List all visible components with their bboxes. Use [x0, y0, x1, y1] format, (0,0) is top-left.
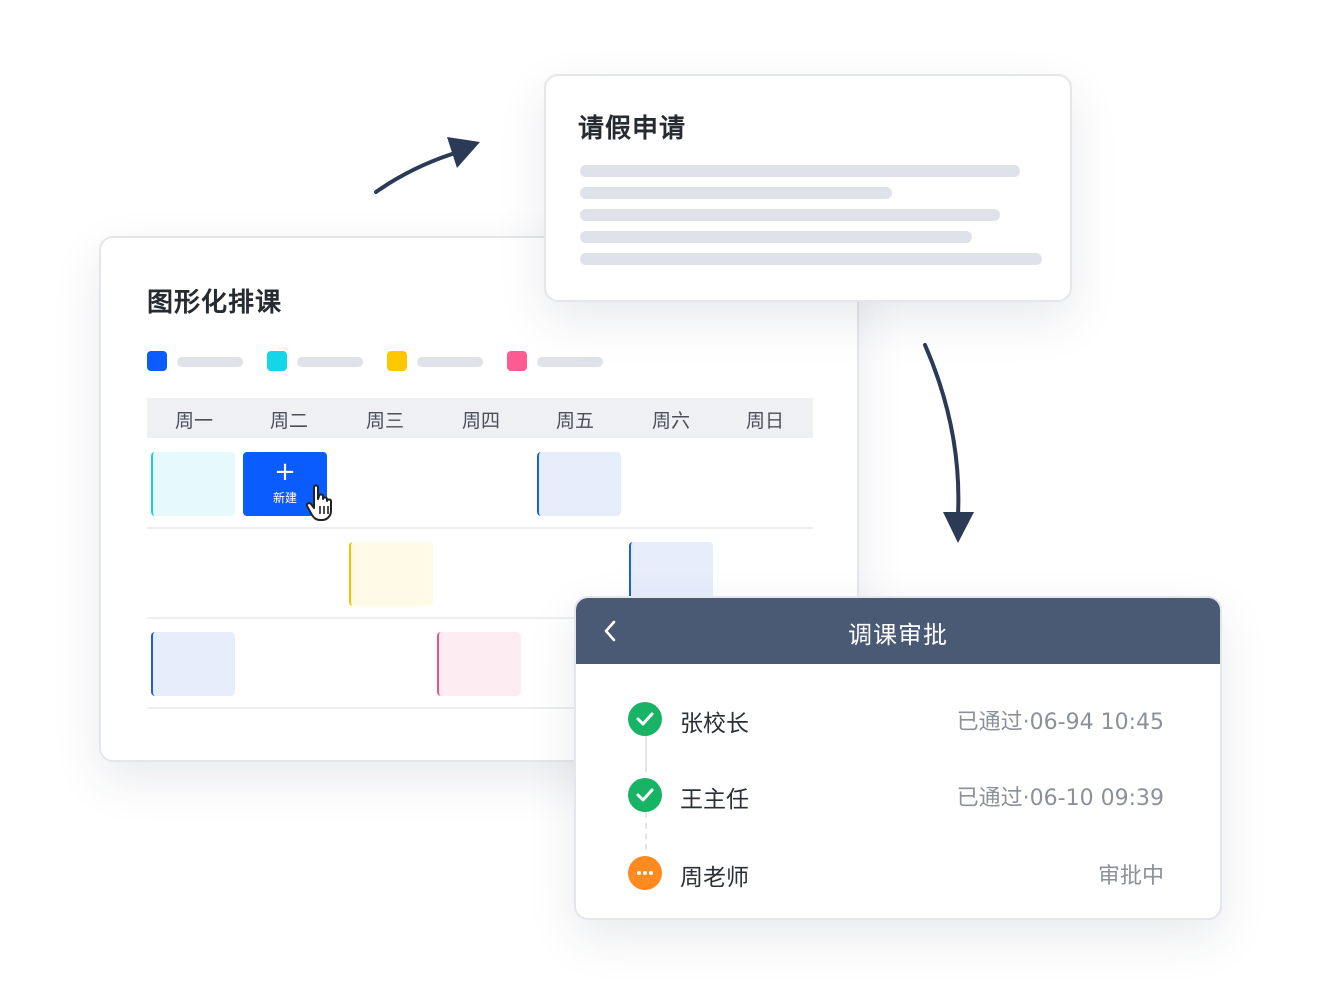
more-icon: [628, 856, 662, 890]
hand-pointer-icon: [305, 484, 332, 521]
legend-swatch: [387, 351, 407, 371]
weekday-label: 周四: [461, 410, 500, 432]
plus-icon: +: [274, 457, 296, 487]
course-slot[interactable]: [537, 452, 621, 516]
arrow-to-leave-icon: [374, 137, 480, 194]
text-placeholder: [580, 187, 892, 199]
legend-swatch: [147, 351, 167, 371]
weekday-label: 周三: [365, 410, 404, 432]
approval-step: 张校长 已通过·06-94 10:45: [576, 698, 1220, 738]
schedule-title: 图形化排课: [147, 288, 283, 318]
row-divider: [147, 707, 813, 709]
course-slot[interactable]: [349, 542, 433, 606]
weekday-label: 周二: [269, 410, 308, 432]
chevron-left-icon[interactable]: [596, 616, 624, 646]
approval-card: 调课审批 张校长 已通过·06-94 10:45 王主任 已通过·06-10 0…: [574, 596, 1222, 920]
legend-placeholder: [177, 357, 243, 367]
legend-placeholder: [417, 357, 483, 367]
approval-step: 王主任 已通过·06-10 09:39: [576, 774, 1220, 814]
weekday-label: 周日: [745, 410, 784, 432]
schedule-card: 图形化排课 周一 周二 周三 周四 周五 周六 周日 + 新建: [99, 236, 859, 762]
text-placeholder: [580, 209, 1000, 221]
timeline-connector: [645, 736, 647, 772]
text-placeholder: [580, 253, 1042, 265]
approval-title: 调课审批: [848, 621, 948, 649]
course-slot[interactable]: [151, 632, 235, 696]
weekday-label: 周六: [651, 410, 690, 432]
new-course-button[interactable]: + 新建: [243, 452, 327, 516]
row-divider: [147, 527, 813, 529]
approval-status: 已通过·06-94 10:45: [956, 710, 1164, 735]
approval-step: 周老师 审批中: [576, 852, 1220, 892]
legend-placeholder: [537, 357, 603, 367]
legend-swatch: [267, 351, 287, 371]
approval-status: 已通过·06-10 09:39: [956, 786, 1164, 811]
weekday-label: 周一: [174, 410, 213, 432]
legend-swatch: [507, 351, 527, 371]
timeline-connector: [645, 812, 647, 850]
course-slot[interactable]: [629, 542, 713, 606]
check-icon: [628, 778, 662, 812]
arrow-to-approval-icon: [923, 343, 974, 543]
course-slot[interactable]: [151, 452, 235, 516]
leave-title: 请假申请: [578, 114, 687, 144]
text-placeholder: [580, 231, 972, 243]
approval-status: 审批中: [1097, 864, 1164, 889]
new-course-label: 新建: [272, 491, 297, 505]
row-divider: [147, 617, 813, 619]
legend-placeholder: [297, 357, 363, 367]
course-slot[interactable]: [437, 632, 521, 696]
check-icon: [628, 702, 662, 736]
approval-header: 调课审批: [576, 598, 1220, 664]
weekday-label: 周五: [555, 410, 594, 432]
approver-name: 王主任: [680, 787, 749, 813]
approver-name: 张校长: [680, 711, 749, 737]
leave-request-card: 请假申请: [544, 74, 1072, 302]
approver-name: 周老师: [680, 865, 749, 891]
week-header: 周一 周二 周三 周四 周五 周六 周日: [147, 398, 813, 438]
text-placeholder: [580, 165, 1020, 177]
